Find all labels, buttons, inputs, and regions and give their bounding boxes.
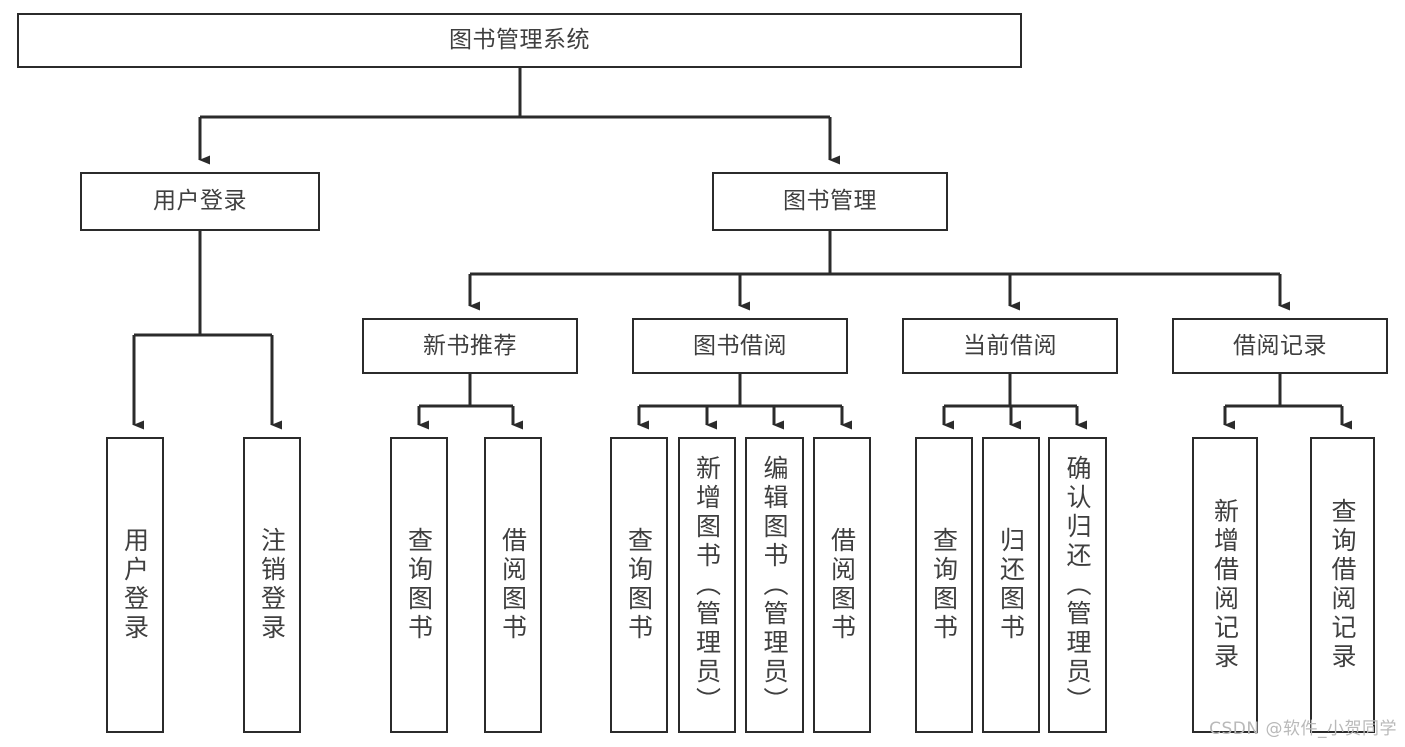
node-leaf-borrow-book[interactable]: 借阅图书 bbox=[813, 437, 871, 733]
leaf-label: 用户登录 bbox=[120, 527, 150, 643]
leaf-label: 新增图书（管理员） bbox=[692, 454, 722, 716]
leaf-label: 注销登录 bbox=[257, 527, 287, 643]
leaf-label: 确认归还（管理员） bbox=[1063, 454, 1092, 716]
node-leaf-borrow-book-rec[interactable]: 借阅图书 bbox=[484, 437, 542, 733]
node-leaf-confirm-return[interactable]: 确认归还（管理员） bbox=[1048, 437, 1107, 733]
node-user-login[interactable]: 用户登录 bbox=[80, 172, 320, 231]
node-leaf-query-book-current[interactable]: 查询图书 bbox=[915, 437, 973, 733]
node-book-manage[interactable]: 图书管理 bbox=[712, 172, 948, 231]
node-leaf-query-book-rec[interactable]: 查询图书 bbox=[390, 437, 448, 733]
leaf-label: 查询图书 bbox=[929, 527, 959, 643]
leaf-label: 查询图书 bbox=[624, 527, 654, 643]
node-book-borrow[interactable]: 图书借阅 bbox=[632, 318, 848, 374]
leaf-label: 归还图书 bbox=[996, 527, 1026, 643]
node-leaf-query-borrow-record[interactable]: 查询借阅记录 bbox=[1310, 437, 1375, 733]
node-borrow-record[interactable]: 借阅记录 bbox=[1172, 318, 1388, 374]
node-leaf-return-book[interactable]: 归还图书 bbox=[982, 437, 1040, 733]
leaf-label: 查询图书 bbox=[404, 527, 434, 643]
node-root[interactable]: 图书管理系统 bbox=[17, 13, 1022, 68]
csdn-watermark: CSDN @软件_小贺同学 bbox=[1209, 719, 1397, 739]
node-leaf-edit-book[interactable]: 编辑图书（管理员） bbox=[745, 437, 804, 733]
leaf-label: 借阅图书 bbox=[827, 527, 857, 643]
node-leaf-query-book-borrow[interactable]: 查询图书 bbox=[610, 437, 668, 733]
leaf-label: 编辑图书（管理员） bbox=[760, 454, 789, 716]
node-leaf-user-login[interactable]: 用户登录 bbox=[106, 437, 164, 733]
node-leaf-add-borrow-record[interactable]: 新增借阅记录 bbox=[1192, 437, 1258, 733]
leaf-label: 借阅图书 bbox=[498, 527, 528, 643]
node-new-book-recommend[interactable]: 新书推荐 bbox=[362, 318, 578, 374]
node-current-borrow[interactable]: 当前借阅 bbox=[902, 318, 1118, 374]
leaf-label: 新增借阅记录 bbox=[1210, 498, 1240, 672]
node-leaf-logout[interactable]: 注销登录 bbox=[243, 437, 301, 733]
leaf-label: 查询借阅记录 bbox=[1328, 498, 1357, 672]
node-leaf-add-book[interactable]: 新增图书（管理员） bbox=[678, 437, 736, 733]
